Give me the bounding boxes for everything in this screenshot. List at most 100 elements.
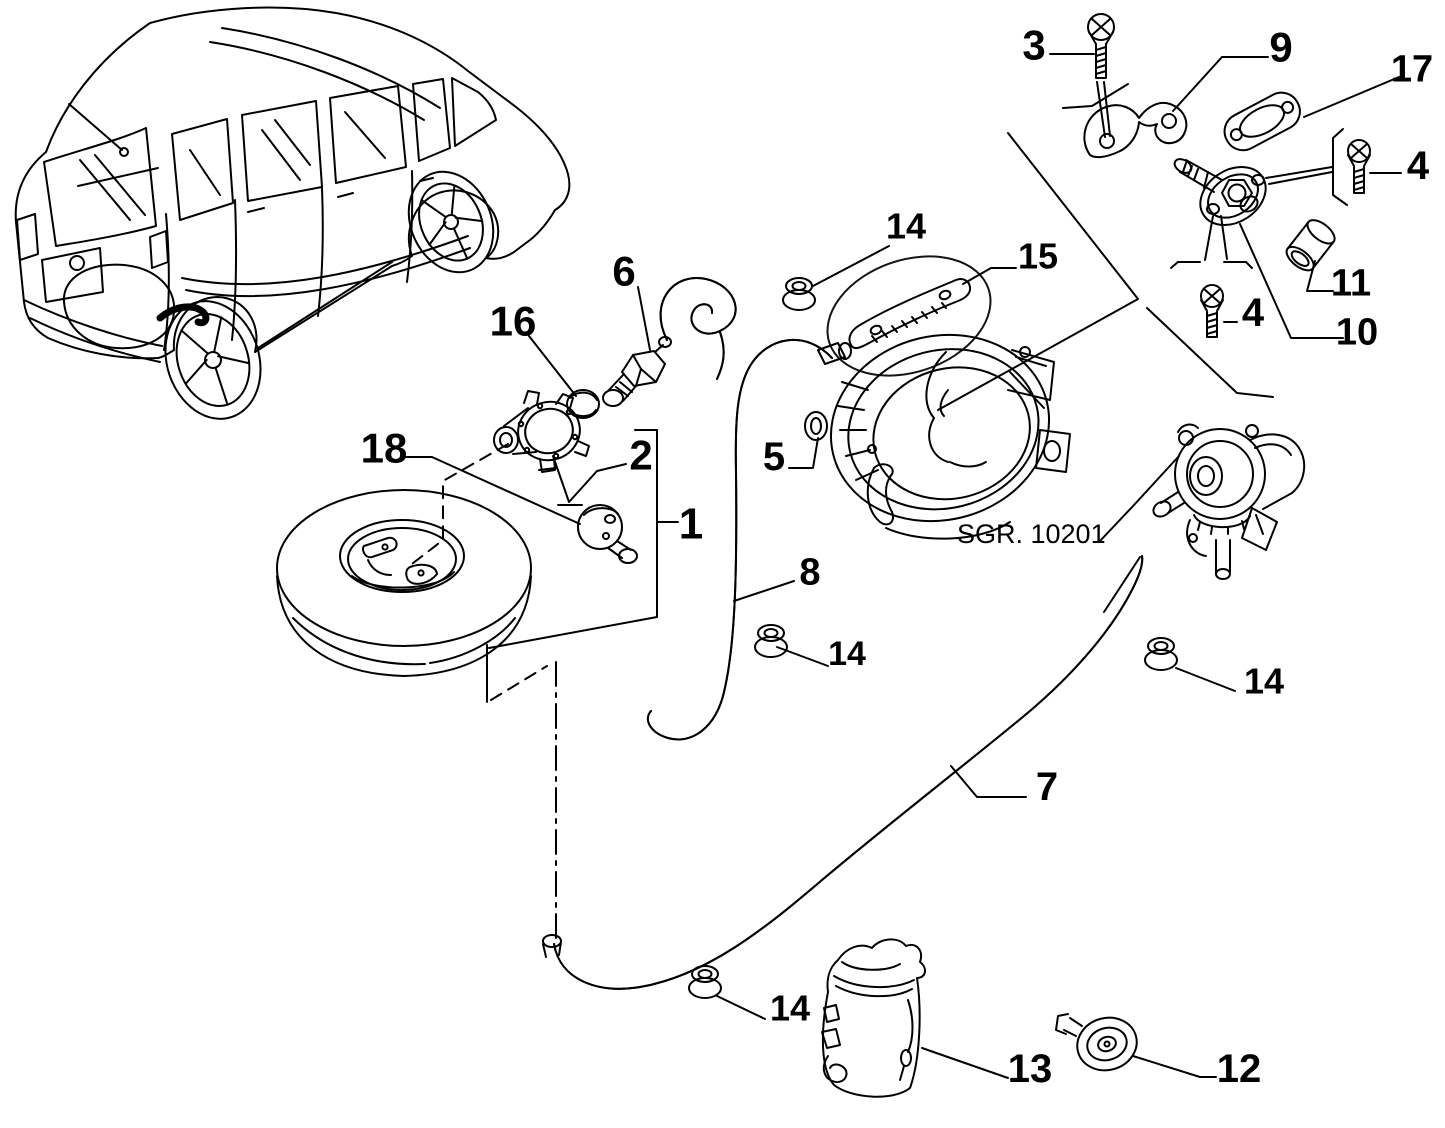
front-wheel (407, 170, 495, 274)
ring-slot (866, 463, 894, 526)
callout-3: 3 (1022, 22, 1045, 69)
callout-4a: 4 (1407, 144, 1430, 188)
callout-13: 13 (1008, 1047, 1053, 1091)
leader-11 (1306, 260, 1334, 292)
ring-housing (829, 333, 1071, 540)
license-plate-recess (41, 247, 104, 303)
part-3-screw (1087, 13, 1115, 79)
ring-tab-right (1035, 429, 1071, 473)
callout-14a: 14 (886, 206, 926, 247)
callout-15: 15 (1018, 236, 1058, 277)
callout-10: 10 (1336, 311, 1378, 353)
leader-14-mid-right (1175, 667, 1236, 692)
pump-sgr-10201 (1152, 423, 1306, 580)
door-seams (231, 170, 414, 341)
leader-14-mid-left (776, 646, 829, 667)
car-rear-door-window (241, 100, 323, 202)
car-windshield (451, 77, 497, 147)
leader-6 (637, 286, 651, 351)
part-10-valve (1173, 158, 1267, 226)
taillights (16, 213, 169, 269)
callout-18: 18 (361, 425, 408, 472)
car-vent-window (412, 78, 451, 162)
part-5-oring (804, 411, 828, 441)
part-12-valve (1055, 1013, 1138, 1072)
callout-14c: 14 (1244, 661, 1284, 702)
bumper-creases (23, 213, 170, 363)
part-4-screw-right (1347, 139, 1371, 194)
leader-10 (1239, 223, 1344, 339)
part-16-cap (566, 389, 600, 419)
window-reflections (79, 111, 386, 221)
callout-11: 11 (1331, 262, 1371, 304)
part-8-hose (646, 338, 852, 741)
car-quarter-window (171, 118, 234, 221)
leader-17 (1303, 76, 1400, 118)
car-front-door-window (329, 85, 407, 184)
axis-multivalve-tank (407, 443, 509, 568)
part-4-screw-lower (1200, 284, 1224, 338)
grommet-14-mid-left (754, 624, 788, 658)
part-6-fitting (602, 276, 737, 407)
grommet-14-mid-right (1144, 637, 1178, 671)
leader-lines (402, 53, 1402, 1079)
callout-1: 1 (679, 499, 703, 548)
roof-ribs (209, 27, 441, 121)
rear-wiper (77, 167, 159, 187)
tank-recess-rim (339, 519, 465, 593)
leader-15 (962, 267, 1017, 285)
antenna (68, 103, 123, 151)
car-roofline (45, 6, 571, 211)
part-11-cap (1285, 219, 1336, 272)
hose7-dark-end (1103, 556, 1141, 613)
callout-5: 5 (763, 435, 785, 479)
antenna-base (119, 147, 129, 157)
leader-8 (733, 580, 795, 602)
leader-5 (788, 437, 819, 469)
car-rear-glass (43, 127, 157, 247)
car-illustration (14, 6, 571, 420)
part-7-hose (542, 555, 1144, 990)
pointer-to-ring (937, 132, 1139, 411)
bracket-3 (1062, 83, 1129, 109)
car-front-arch-rocker (254, 189, 500, 353)
part-15-strap (848, 277, 972, 350)
hose7-end-opening (542, 934, 562, 948)
callout-16: 16 (490, 298, 537, 345)
part-18-sensor (577, 504, 638, 564)
car-rear-edge (14, 151, 47, 303)
pointer-to-pump (1146, 307, 1274, 398)
leader-14-bottom (716, 995, 766, 1020)
highlight-marker (826, 255, 992, 377)
part-9-bracket (1083, 81, 1188, 159)
leader-12 (1132, 1055, 1217, 1078)
filler-hose-sketch (156, 303, 210, 327)
grommet-14-bottom (688, 965, 722, 999)
bracket-1 (486, 429, 679, 703)
ring-tab-top (1007, 349, 1055, 401)
leader-9 (1172, 56, 1269, 112)
part-2-multivalve (493, 390, 590, 473)
callout-8: 8 (799, 551, 820, 593)
callout-14b: 14 (828, 635, 866, 673)
sgr-reference-label: SGR. 10201 (957, 519, 1106, 549)
tank-clip-a (362, 536, 398, 559)
callout-12: 12 (1217, 1047, 1262, 1091)
part-17-gasket (1223, 91, 1301, 152)
grommet-14-top (782, 277, 816, 311)
side-moldings (181, 235, 471, 349)
leader-2 (552, 455, 627, 506)
car-front-face (485, 209, 556, 260)
leader-4-right (1265, 128, 1402, 206)
assembly-axes (407, 443, 557, 943)
callout-6: 6 (612, 248, 635, 295)
part-13-bag (821, 938, 926, 1098)
axis-tank-hose (490, 665, 548, 701)
car-rear-arch (157, 296, 258, 359)
leader-14-top (812, 245, 890, 287)
leader-13 (921, 1047, 1009, 1079)
leader-sgr (1099, 455, 1180, 542)
callout-14d: 14 (770, 988, 810, 1029)
